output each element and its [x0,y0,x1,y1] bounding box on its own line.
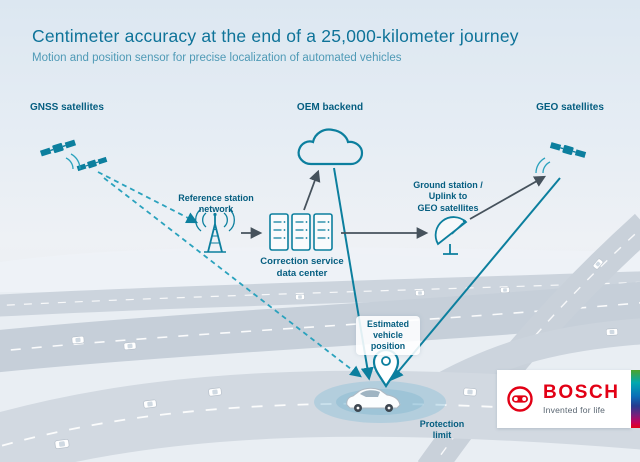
dish-icon [434,216,468,255]
oem-backend-label: OEM backend [296,102,364,113]
correction-service-label: Correction service data center [260,256,344,279]
estimated-position-label: Estimated vehicle position [356,316,420,355]
traffic-cars [54,258,619,450]
geo-satellites-label: GEO satellites [536,102,604,113]
reference-station-label: Reference station network [178,193,254,215]
datacenter-to-cloud-arrow [303,169,321,211]
protection-limit-label: Protection limit [419,419,465,441]
bosch-logo: BOSCH Invented for life [497,370,631,428]
gnss-to-reference-link [97,171,199,224]
ground-station-label: Ground station / Uplink to GEO satellite… [413,180,483,213]
bosch-tagline: Invented for life [543,405,606,415]
server-rack-icon [269,213,333,251]
geo-to-vehicle-link [390,177,561,381]
page-title: Centimeter accuracy at the end of a 25,0… [32,26,519,46]
bosch-mark-icon [507,386,533,412]
road-far-lane [0,281,640,307]
map-pin-icon [372,348,400,389]
car-icon [346,387,401,412]
gnss-satellite-icon [39,139,108,172]
gnss-satellites-label: GNSS satellites [30,102,104,113]
dish-to-geo-arrow [469,175,547,220]
road-main-lane [0,302,640,352]
antenna-icon [195,208,235,253]
cloud-icon [297,128,364,166]
page-subtitle: Motion and position sensor for precise l… [32,52,402,64]
bosch-brand-text: BOSCH [543,382,620,403]
geo-satellite-icon [535,142,587,174]
bosch-supergraphic-stripe [631,370,640,428]
road-ramp-lane [434,228,640,462]
